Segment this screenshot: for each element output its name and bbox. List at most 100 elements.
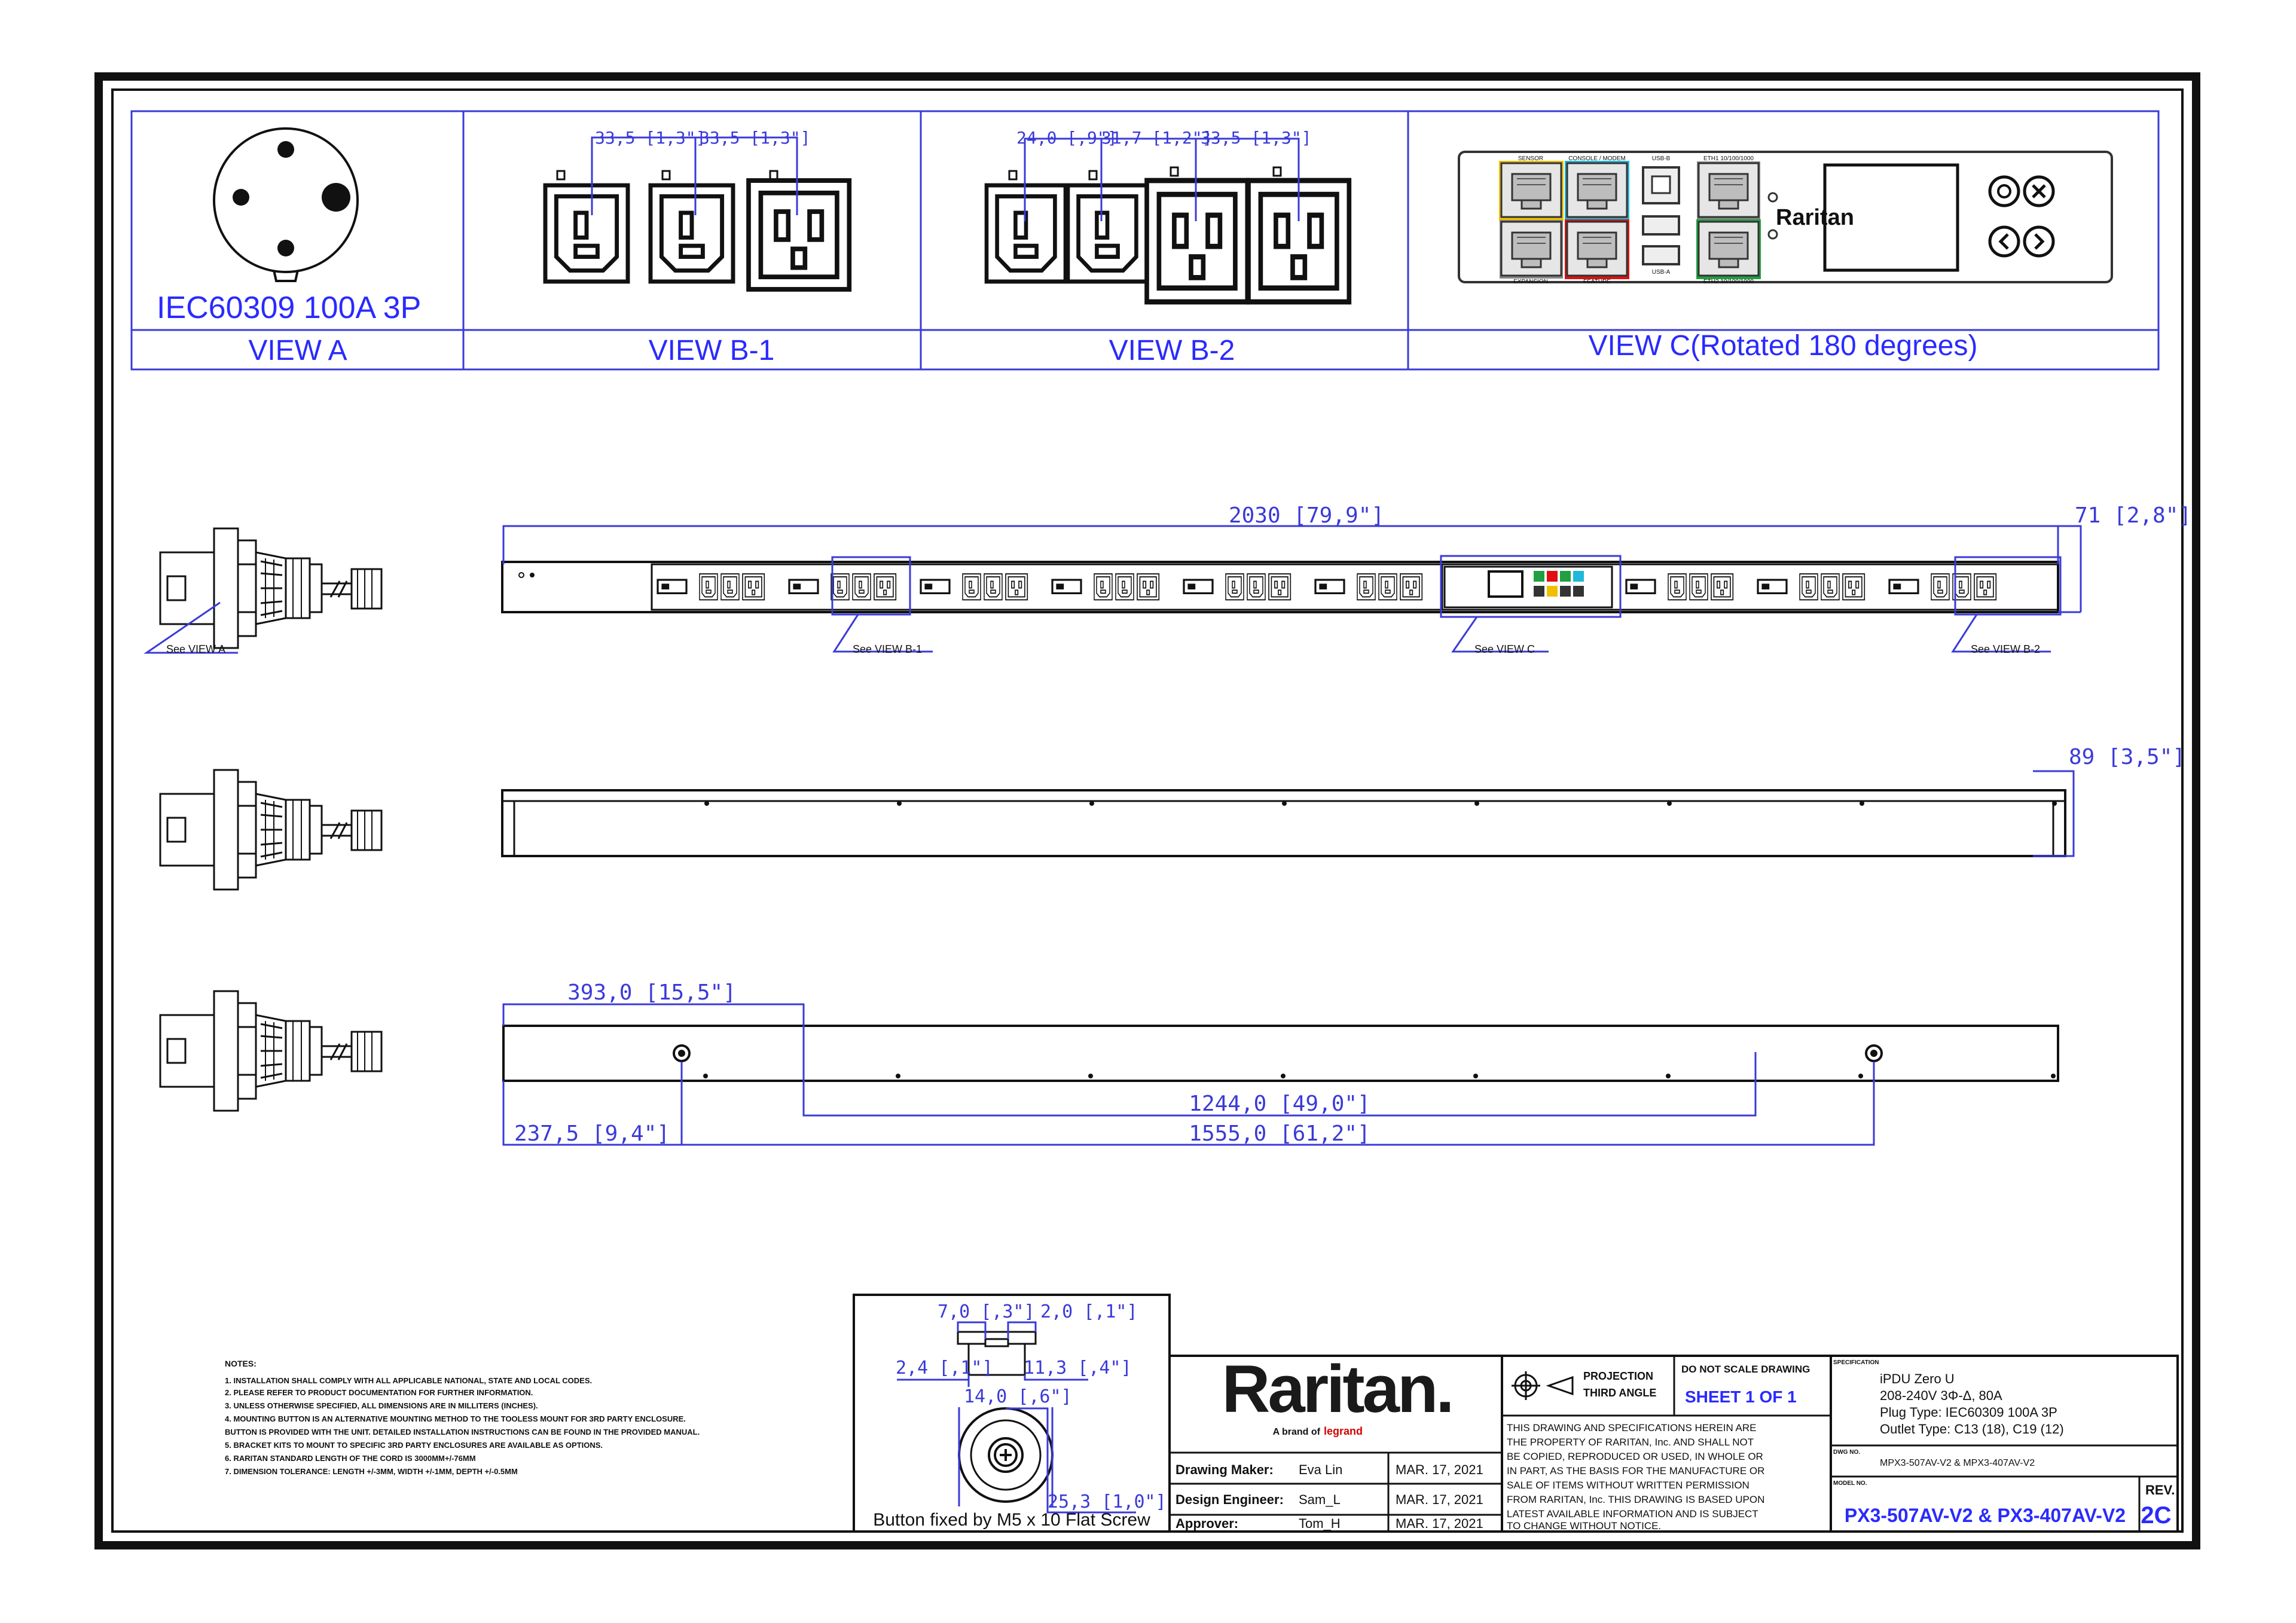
rail-dot [1282,801,1287,806]
note-5: 5. BRACKET KITS TO MOUNT TO SPECIFIC 3RD… [225,1441,603,1450]
note-6: 6. RARITAN STANDARD LENGTH OF THE CORD I… [225,1454,476,1463]
rear-view [159,990,2059,1112]
side-height-dim: 89 [3,5"] [2069,745,2185,769]
rail-dot [896,1074,900,1078]
spec-line-3: Plug Type: IEC60309 100A 3P [1880,1405,2057,1420]
rail-dot [2051,1074,2056,1078]
callout-view-a: See VIEW A [166,643,225,655]
disclaimer-line: SALE OF ITEMS WITHOUT WRITTEN PERMISSION [1507,1480,1750,1491]
button-caption: Button fixed by M5 x 10 Flat Screw [873,1510,1150,1530]
view-b2-label: VIEW B-2 [1109,335,1235,366]
design-engineer-name: Sam_L [1299,1492,1341,1507]
disclaimer-line: THIS DRAWING AND SPECIFICATIONS HEREIN A… [1507,1422,1757,1434]
view-c-controller [1458,151,2113,283]
rear-dim-1555: 1555,0 [61,2"] [1189,1121,1370,1146]
spec-line-4: Outlet Type: C13 (18), C19 (12) [1880,1422,2064,1436]
front-view [159,527,2059,649]
plug-pin-top [277,141,294,158]
note-3: 3. UNLESS OTHERWISE SPECIFIED, ALL DIMEN… [225,1401,538,1410]
callout-view-b1: See VIEW B-1 [853,643,922,655]
rail-dot [1860,801,1864,806]
plug-pin-bottom [277,240,294,256]
note-7: 7. DIMENSION TOLERANCE: LENGTH +/-3MM, W… [225,1467,518,1476]
rev-label: REV. [2145,1483,2175,1497]
btn-dim-2: 2,0 [,1"] [1040,1301,1138,1322]
drawing-maker-date: MAR. 17, 2021 [1396,1462,1483,1477]
front-dimensions [144,525,2082,654]
notes-title: NOTES: [225,1359,257,1368]
view-a-plug-face [213,127,359,282]
rear-dim-237: 237,5 [9,4"] [514,1121,670,1146]
view-c-brand-logo: Raritan [1776,205,1854,230]
rev-value: 2C [2141,1502,2171,1529]
design-engineer-date: MAR. 17, 2021 [1396,1492,1483,1507]
view-b2-dim-3: 33,5 [1,3"] [1201,128,1311,148]
design-engineer-role: Design Engineer: [1176,1492,1284,1507]
view-c-port-console: CONSOLE / MODEM [1568,155,1626,162]
disclaimer-line: LATEST AVAILABLE INFORMATION AND IS SUBJ… [1507,1508,1758,1520]
approver-role: Approver: [1176,1516,1238,1531]
rail-dot [1281,1074,1286,1078]
view-c-port-usba: USB-A [1652,269,1671,276]
model-no: PX3-507AV-V2 & PX3-407AV-V2 [1845,1505,2126,1526]
rail-dot [1666,1074,1671,1078]
view-b1-dim-2: 33,5 [1,3"] [700,128,810,148]
view-b2-outlets [987,137,1349,302]
view-b1-outlets [545,136,849,289]
rail-dot [897,801,902,806]
front-length-dim: 2030 [79,9"] [1229,503,1384,528]
btn-dim-7: 7,0 [,3"] [938,1301,1035,1322]
note-4b: BUTTON IS PROVIDED WITH THE UNIT. DETAIL… [225,1428,700,1436]
rail-dot [1089,801,1094,806]
plug-pin-earth [322,183,350,212]
view-c-port-eth1: ETH1 10/100/1000 [1703,155,1754,162]
legrand-logo: legrand [1324,1425,1363,1437]
view-c-port-usbb: USB-B [1652,155,1671,162]
front-depth-dim: 71 [2,8"] [2075,503,2191,528]
spec-line-2: 208-240V 3Φ-Δ, 80A [1880,1388,2002,1403]
disclaimer-text: THIS DRAWING AND SPECIFICATIONS HEREIN A… [1507,1422,1764,1532]
btn-dim-14: 14,0 [,6"] [964,1386,1072,1407]
model-no-label: MODEL NO. [1833,1480,1867,1487]
view-c-label: VIEW C(Rotated 180 degrees) [1589,330,1978,362]
rear-dimensions [502,1003,1875,1146]
view-b2-dim-2: 31,7 [1,2"] [1101,128,1212,148]
disclaimer-line: THE PROPERTY OF RARITAN, Inc. AND SHALL … [1507,1436,1754,1448]
no-scale-label: DO NOT SCALE DRAWING [1681,1364,1810,1375]
callout-view-c: See VIEW C [1474,643,1535,655]
view-b1-dim-1: 33,5 [1,3"] [595,128,706,148]
spec-label: SPECIFICATION [1833,1359,1879,1366]
rear-dim-1244: 1244,0 [49,0"] [1189,1092,1370,1116]
view-c-port-expansion: EXPANSION [1513,279,1548,285]
approver-name: Tom_H [1299,1516,1341,1531]
rail-dot [1474,801,1479,806]
note-4: 4. MOUNTING BUTTON IS AN ALTERNATIVE MOU… [225,1414,686,1423]
spec-line-1: iPDU Zero U [1880,1371,1955,1386]
note-1: 1. INSTALLATION SHALL COMPLY WITH ALL AP… [225,1376,592,1385]
disclaimer-line: TO CHANGE WITHOUT NOTICE. [1507,1520,1661,1532]
rail-dot [1667,801,1672,806]
plug-pin-left [233,189,249,206]
projection-label: PROJECTION [1583,1370,1653,1382]
title-block-grid [1168,1355,2179,1533]
btn-dim-2-4: 2,4 [,1"] [896,1358,993,1379]
btn-dim-25-3: 25,3 [1,0"] [1048,1491,1167,1512]
view-b1-label: VIEW B-1 [649,335,775,366]
side-dimensions [2033,770,2075,857]
approver-date: MAR. 17, 2021 [1396,1516,1483,1531]
raritan-logo-prefix: A brand of [1273,1427,1321,1437]
rail-dot [703,1074,708,1078]
view-c-port-sensor: SENSOR [1518,155,1543,162]
btn-dim-11-3: 11,3 [,4"] [1024,1358,1132,1379]
side-view [159,769,2066,891]
views-table [130,110,2160,371]
dwg-no-label: DWG NO. [1833,1449,1860,1456]
rail-dot [1473,1074,1478,1078]
dwg-no: MPX3-507AV-V2 & MPX3-407AV-V2 [1880,1458,2035,1468]
disclaimer-line: BE COPIED, REPRODUCED OR USED, IN WHOLE … [1507,1451,1763,1462]
sheet-number: SHEET 1 OF 1 [1685,1387,1797,1406]
view-b2-dim-1: 24,0 [,9"] [1016,128,1118,148]
view-c-port-eth2: ETH2 10/100/1000 [1703,279,1754,285]
view-a-plug-label: IEC60309 100A 3P [157,291,421,325]
